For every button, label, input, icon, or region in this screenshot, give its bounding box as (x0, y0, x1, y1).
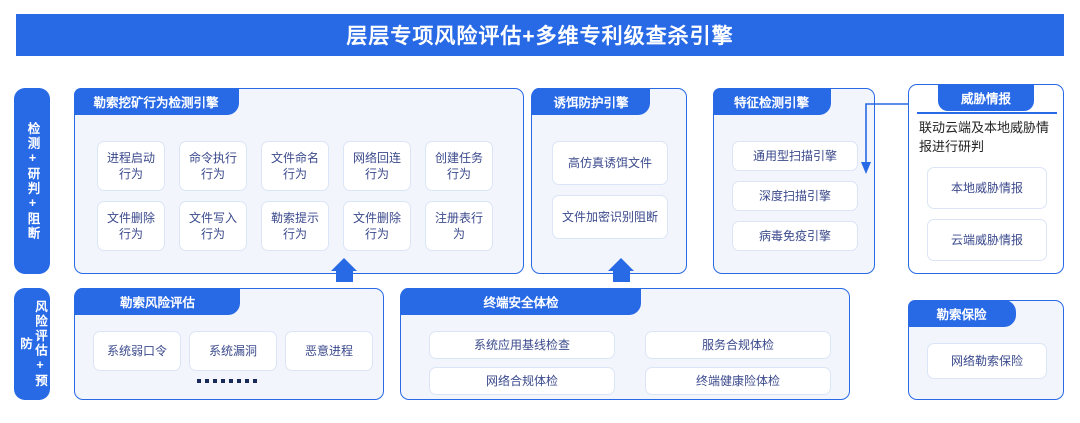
chip-general-scan-engine[interactable]: 通用型扫描引擎 (732, 141, 858, 171)
chip-malicious-process[interactable]: 恶意进程 (285, 331, 373, 371)
panel-header-endpoint-security-checkup: 终端安全体检 (401, 287, 641, 315)
arrow-risk-to-detection-left (331, 258, 357, 282)
chip-local-threat-intel[interactable]: 本地威胁情报 (927, 167, 1047, 209)
panel-signature-detection: 特征检测引擎 通用型扫描引擎 深度扫描引擎 病毒免疫引擎 (712, 87, 875, 274)
chip-label: 文件写入行为 (188, 211, 237, 241)
connector-threat-intel-to-signature-detection (856, 100, 912, 180)
chip-label: 服务合规体检 (701, 337, 774, 352)
panel-header-decoy-protection: 诱饵防护引擎 (532, 87, 650, 115)
panel-ransom-insurance: 勒索保险 网络勒索保险 (907, 299, 1064, 400)
chip-command-exec[interactable]: 命令执行行为 (179, 141, 247, 191)
chip-label: 恶意进程 (304, 343, 353, 358)
chip-process-start[interactable]: 进程启动行为 (97, 141, 165, 191)
panel-header-label: 终端安全体检 (483, 295, 559, 310)
chip-label: 云端威胁情报 (950, 232, 1023, 247)
panel-header-threat-intelligence: 威胁情报 (938, 83, 1034, 111)
chip-system-app-baseline-check[interactable]: 系统应用基线检查 (429, 331, 615, 359)
panel-endpoint-security-checkup: 终端安全体检 系统应用基线检查 服务合规体检 网络合规体检 终端健康险体检 (400, 287, 850, 400)
panel-header-label: 诱饵防护引擎 (553, 95, 629, 110)
chip-file-delete-1[interactable]: 文件删除行为 (97, 201, 165, 251)
chip-label: 文件命名行为 (270, 151, 319, 181)
chip-service-compliance-check[interactable]: 服务合规体检 (645, 331, 831, 359)
chip-file-write[interactable]: 文件写入行为 (179, 201, 247, 251)
chip-file-encrypt-block[interactable]: 文件加密识别阻断 (552, 195, 668, 239)
chip-label: 文件加密识别阻断 (561, 209, 658, 224)
chip-label: 病毒免疫引擎 (758, 228, 831, 243)
chip-label: 网络合规体检 (485, 373, 558, 388)
chip-endpoint-health-check[interactable]: 终端健康险体检 (645, 367, 831, 395)
page-title-banner: 层层专项风险评估+多维专利级查杀引擎 (16, 14, 1064, 56)
chip-label: 通用型扫描引擎 (752, 148, 837, 163)
chip-system-vulnerability[interactable]: 系统漏洞 (189, 331, 277, 371)
chip-label: 文件删除行为 (106, 211, 155, 241)
panel-header-label: 特征检测引擎 (733, 95, 809, 110)
ellipsis-dots (197, 379, 257, 383)
panel-header-label: 威胁情报 (960, 91, 1011, 106)
chip-registry[interactable]: 注册表行为 (425, 201, 493, 251)
panel-ransom-mining-detection: 勒索挖矿行为检测引擎 进程启动行为 命令执行行为 文件命名行为 网络回连行为 创… (73, 87, 524, 274)
chip-label: 文件删除行为 (352, 211, 401, 241)
chip-label: 网络勒索保险 (950, 353, 1023, 368)
chip-label: 命令执行行为 (188, 151, 237, 181)
page-title: 层层专项风险评估+多维专利级查杀引擎 (346, 25, 734, 48)
panel-header-label: 勒索保险 (936, 307, 987, 322)
panel-header-label: 勒索风险评估 (119, 295, 195, 310)
panel-threat-intelligence: 威胁情报 联动云端及本地威胁情 报进行研判 本地威胁情报 云端威胁情报 (908, 83, 1064, 274)
stage-label-detection-text: 检测+研判+阻断 (25, 121, 40, 241)
chip-file-delete-2[interactable]: 文件删除行为 (343, 201, 411, 251)
chip-label: 系统弱口令 (106, 343, 167, 358)
chip-label: 系统漏洞 (208, 343, 257, 358)
threat-intelligence-note: 联动云端及本地威胁情 报进行研判 (919, 120, 1050, 154)
chip-weak-password[interactable]: 系统弱口令 (93, 331, 181, 371)
chip-cloud-threat-intel[interactable]: 云端威胁情报 (927, 219, 1047, 261)
panel-header-label: 勒索挖矿行为检测引擎 (93, 95, 219, 110)
chip-network-callback[interactable]: 网络回连行为 (343, 141, 411, 191)
chip-deep-scan-engine[interactable]: 深度扫描引擎 (732, 181, 858, 211)
chip-label: 系统应用基线检查 (473, 337, 570, 352)
stage-label-risk: 风险评估+预防 (14, 288, 50, 400)
panel-header-ransom-mining-detection: 勒索挖矿行为检测引擎 (73, 87, 239, 115)
chip-high-fidelity-decoy-file[interactable]: 高仿真诱饵文件 (552, 141, 668, 185)
chip-label: 高仿真诱饵文件 (567, 155, 652, 170)
chip-label: 网络回连行为 (352, 151, 401, 181)
stage-label-risk-text: 风险评估+预防 (18, 299, 47, 389)
threat-intel-divider (917, 112, 1057, 114)
chip-cyber-ransom-insurance[interactable]: 网络勒索保险 (927, 343, 1047, 379)
chip-label: 创建任务行为 (434, 151, 483, 181)
panel-header-ransom-risk-assessment: 勒索风险评估 (75, 287, 240, 315)
stage-label-detection: 检测+研判+阻断 (14, 88, 50, 274)
chip-ransom-note[interactable]: 勒索提示行为 (261, 201, 329, 251)
chip-label: 终端健康险体检 (695, 373, 780, 388)
chip-file-rename[interactable]: 文件命名行为 (261, 141, 329, 191)
chip-virus-immunity-engine[interactable]: 病毒免疫引擎 (732, 221, 858, 251)
panel-ransom-risk-assessment: 勒索风险评估 系统弱口令 系统漏洞 恶意进程 (74, 287, 384, 400)
chip-label: 本地威胁情报 (950, 180, 1023, 195)
chip-create-task[interactable]: 创建任务行为 (425, 141, 493, 191)
panel-header-ransom-insurance: 勒索保险 (907, 299, 1016, 327)
chip-network-compliance-check[interactable]: 网络合规体检 (429, 367, 615, 395)
chip-label: 勒索提示行为 (270, 211, 319, 241)
arrow-risk-to-detection-right (608, 258, 634, 282)
chip-label: 进程启动行为 (106, 151, 155, 181)
panel-header-signature-detection: 特征检测引擎 (712, 87, 831, 115)
chip-label: 深度扫描引擎 (758, 188, 831, 203)
chip-label: 注册表行为 (434, 211, 483, 241)
panel-decoy-protection: 诱饵防护引擎 高仿真诱饵文件 文件加密识别阻断 (531, 87, 687, 274)
